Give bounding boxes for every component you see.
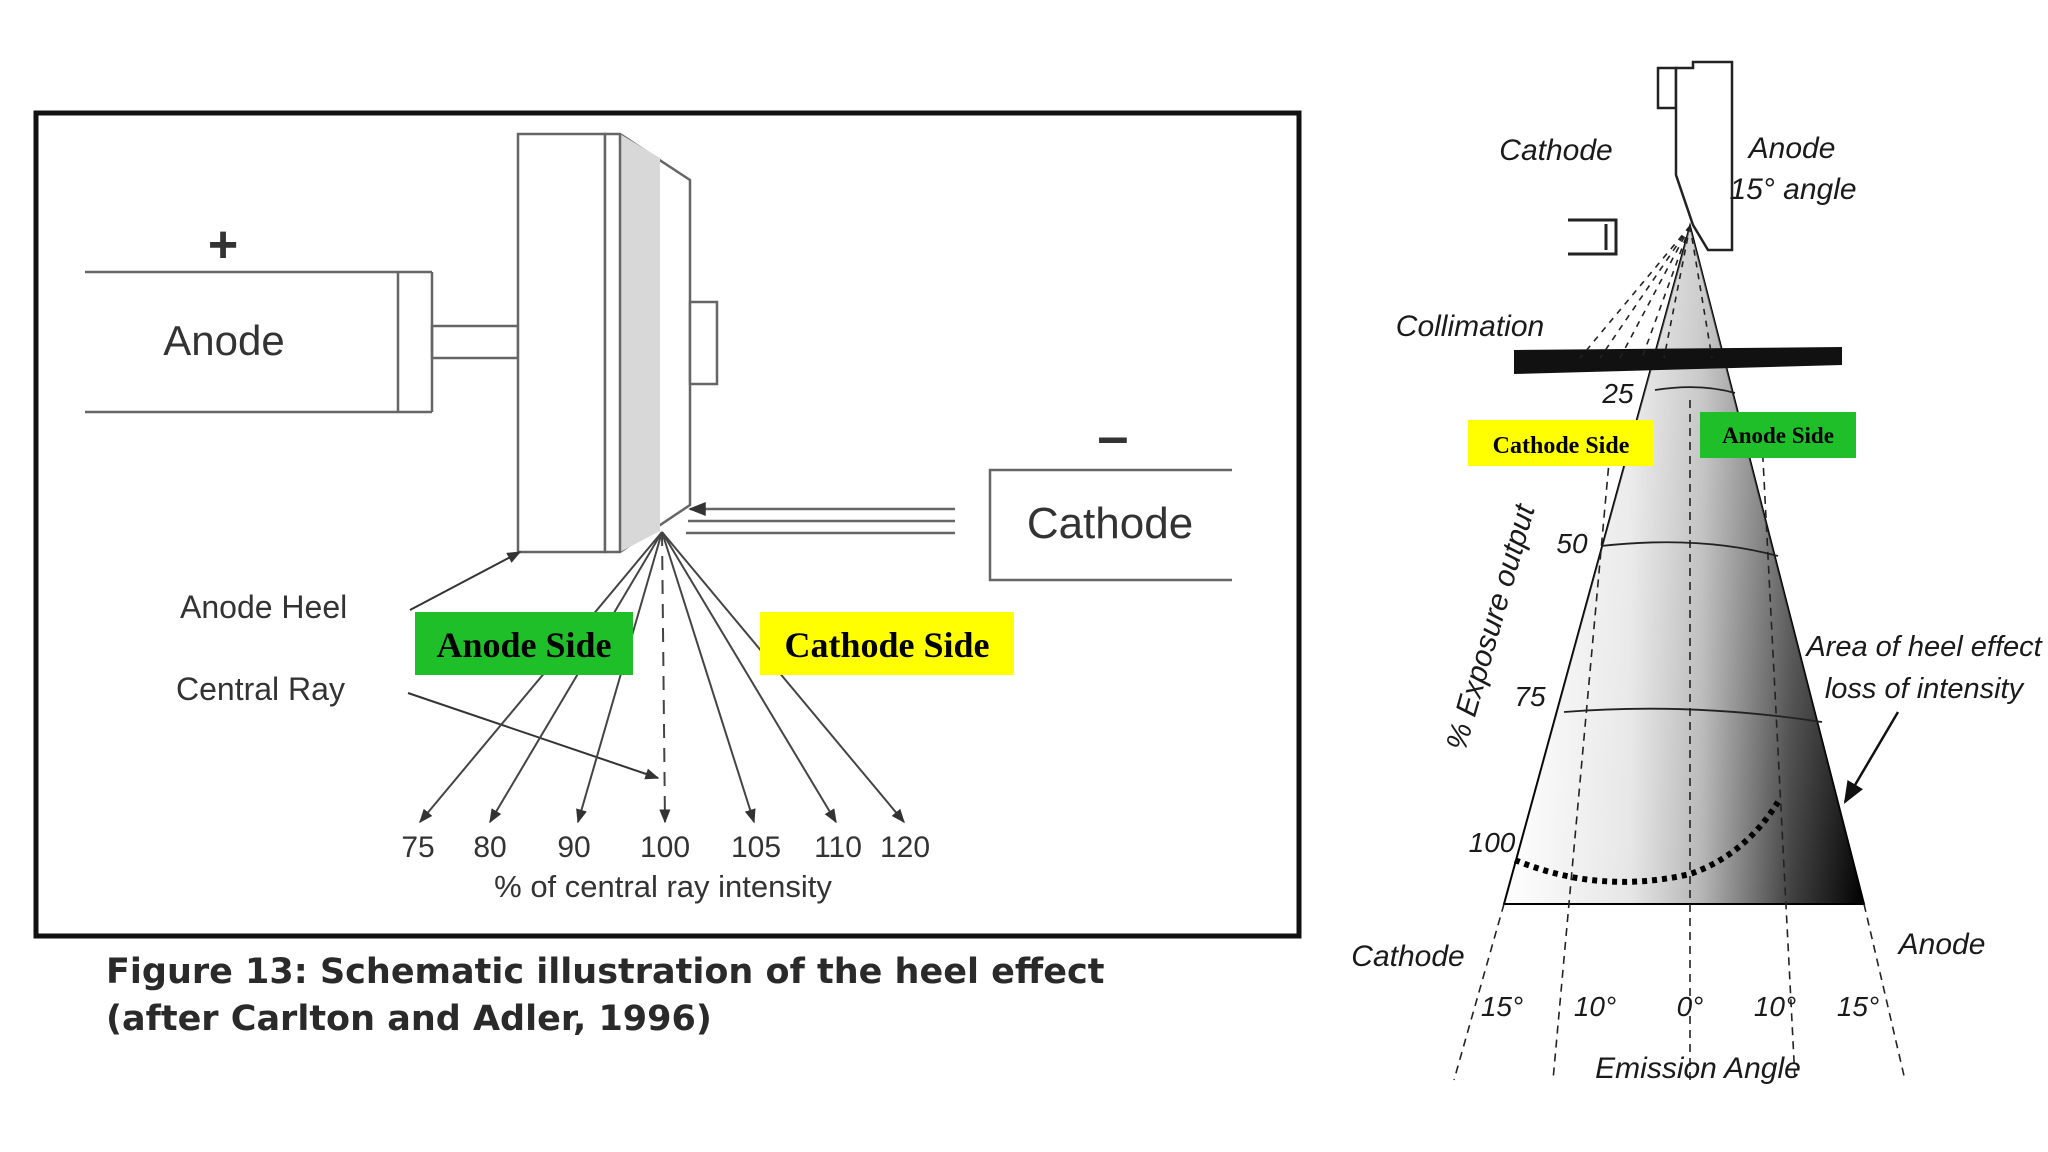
intensity-value: 120 xyxy=(880,831,930,864)
cathode-top-label: Cathode xyxy=(1499,134,1612,167)
highlight-cathode-side xyxy=(760,612,1014,675)
exposure-tick: 75 xyxy=(1514,681,1546,712)
minus-sign: – xyxy=(1097,404,1128,467)
angle-ticks: 15° 10° 0° 10° 15° xyxy=(1481,991,1879,1022)
axis-caption: % of central ray intensity xyxy=(494,869,832,904)
heel-note-line1: Area of heel effect xyxy=(1804,631,2043,663)
highlight-cathode-side-right-text: Cathode Side xyxy=(1493,433,1630,459)
exposure-tick: 100 xyxy=(1469,827,1516,858)
figure-caption-line2: (after Carlton and Adler, 1996) xyxy=(106,999,712,1039)
central-ray-label: Central Ray xyxy=(176,671,345,707)
left-diagram: + – Anode Cathode Anode Heel Central Ray… xyxy=(33,110,1302,939)
highlight-cathode-side-text: Cathode Side xyxy=(784,625,989,665)
anode-body xyxy=(1656,60,1734,252)
intensity-value: 75 xyxy=(401,831,434,864)
angle-tick: 10° xyxy=(1574,991,1616,1022)
exposure-arcs xyxy=(1563,386,1823,723)
anode-label: Anode xyxy=(163,317,284,364)
heel-effect-pointer xyxy=(1843,711,1900,804)
exposure-tick: 50 xyxy=(1556,528,1588,559)
highlight-anode-side-text: Anode Side xyxy=(436,625,611,665)
heel-note-line2: loss of intensity xyxy=(1825,673,2025,705)
highlight-anode-side xyxy=(415,612,633,675)
intensity-value: 110 xyxy=(814,831,862,864)
highlight-cathode-side-right xyxy=(1468,420,1654,466)
ray-fan xyxy=(419,531,905,824)
heel-curve xyxy=(1513,800,1781,885)
angle-tick: 15° xyxy=(1837,991,1879,1022)
anode-heel-pointer xyxy=(409,551,522,611)
collimation-label: Collimation xyxy=(1396,310,1544,343)
angle-tick: 10° xyxy=(1754,991,1796,1022)
highlight-anode-side-right xyxy=(1700,412,1856,458)
collimation-bar xyxy=(1514,347,1842,374)
cathode-cup xyxy=(1568,218,1618,256)
anode-bottom-label: Anode xyxy=(1897,928,1986,961)
intensity-value: 100 xyxy=(640,831,690,864)
exposure-ticks: 25 50 75 100 xyxy=(1469,378,1634,858)
exposure-tick: 25 xyxy=(1601,378,1634,409)
cathode-bottom-label: Cathode xyxy=(1351,940,1464,973)
intensity-value: 105 xyxy=(731,831,781,864)
central-ray-pointer xyxy=(407,692,660,780)
intensity-value: 90 xyxy=(557,831,590,864)
collimation-rays xyxy=(1579,225,1713,359)
emission-angle-label: Emission Angle xyxy=(1595,1052,1801,1085)
angle-tick: 0° xyxy=(1677,991,1704,1022)
plus-sign: + xyxy=(208,216,238,274)
intensity-labels: 75 80 90 100 105 110 120 xyxy=(401,831,930,864)
highlight-anode-side-right-text: Anode Side xyxy=(1722,423,1834,448)
anode-top-label: Anode xyxy=(1747,132,1836,165)
intensity-value: 80 xyxy=(473,831,506,864)
anode-heel-label: Anode Heel xyxy=(180,589,347,625)
figure-caption-line1: Figure 13: Schematic illustration of the… xyxy=(106,952,1104,992)
anode-disc xyxy=(516,132,719,554)
angle-tick: 15° xyxy=(1481,991,1523,1022)
cathode-label: Cathode xyxy=(1027,499,1193,548)
anode-angle-label: 15° angle xyxy=(1729,173,1856,206)
right-diagram: Cathode Anode 15° angle Collimation % Ex… xyxy=(1351,60,2044,1085)
cathode-tube xyxy=(686,468,1232,582)
exposure-axis-label: % Exposure output xyxy=(1440,499,1542,753)
emission-angle-lines xyxy=(1453,400,1906,1081)
